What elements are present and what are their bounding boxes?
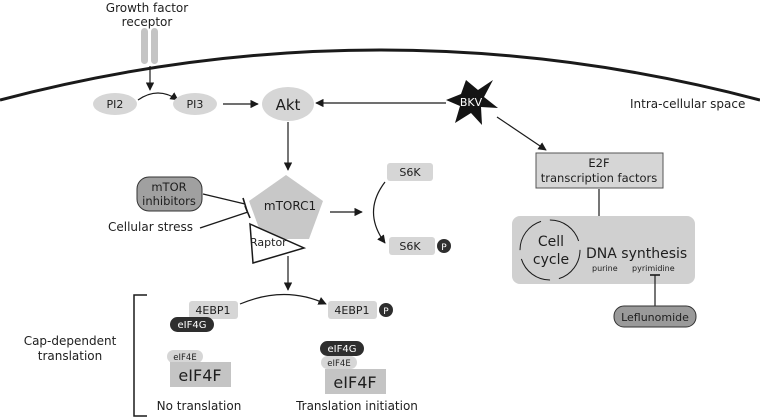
eif4f-right-label: eIF4F [333,373,376,392]
eif4e-left-node [167,350,203,363]
akt-node [262,87,314,121]
mtorc1-node [249,175,323,239]
e2f-label-line2: transcription factors [541,171,657,185]
cell-cycle-label-line2: cycle [533,252,569,268]
eif4f-left-node [170,362,231,387]
no-translation-label: No translation [157,399,242,413]
eif4f-right-node [325,369,386,394]
dna-synthesis-label: DNA synthesis [586,246,687,262]
4ebp1-phospho-label: P [383,307,389,317]
pi2-label: PI2 [107,98,124,111]
eif4g-right-label: eIF4G [328,344,357,355]
pyrimidine-label: pyrimidine [632,264,675,273]
intracellular-space-label: Intra-cellular space [630,97,745,111]
e2f-label-line1: E2F [588,156,609,170]
s6k-phosphorylation-arrow [373,181,386,244]
eif4e-right-node [321,356,357,369]
cellular-stress-label: Cellular stress [108,220,193,234]
translation-initiation-label: Translation initiation [295,399,418,413]
leflunomide-box [613,305,697,328]
mtorc1-label: mTORC1 [264,199,316,213]
cell-cycle-label-line1: Cell [538,234,564,250]
stress-inhibition-line [199,205,251,229]
bkv-label: BKV [460,96,483,109]
eif4e-right-label: eIF4E [327,359,350,369]
s6k-bottom-label: S6K [399,240,421,253]
s6k-top-label: S6K [399,166,421,179]
s6k-phospho-badge [437,239,451,253]
eif4e-left-label: eIF4E [173,353,196,363]
leflunomide-inhibition-line [650,274,660,306]
cell-membrane [0,48,760,102]
pi2-to-pi3-arrow [137,92,179,101]
receptor-label-line1: Growth factor [106,1,188,15]
4ebp1-phosphorylation-arrow [239,293,327,305]
4ebp1-right-node [328,301,377,319]
akt-label: Akt [276,96,301,114]
purine-label: purine [592,264,618,273]
eif4g-left-label: eIF4G [178,320,207,331]
eif4g-right-node [320,341,364,356]
cell-cycle-loop [519,219,581,281]
eif4g-left-node [170,317,214,332]
e2f-box [535,152,664,189]
cap-dependent-bracket [133,294,147,417]
growth-factor-receptor [141,28,158,64]
cap-dependent-label-line1: Cap-dependent [24,334,117,348]
4ebp1-left-node [189,301,238,319]
mtor-inhibitors-box [136,176,203,212]
4ebp1-right-label: 4EBP1 [334,304,369,317]
bkv-to-e2f-arrow [496,116,547,151]
s6k-phospho-label: P [441,243,447,253]
raptor-node [249,222,307,264]
mtor-inhibitors-line2: inhibitors [142,194,196,208]
receptor-label-line2: receptor [122,15,173,29]
inhibitors-inhibition-line [202,193,248,212]
pi3-node [173,93,217,115]
cell-cycle-box [512,216,695,284]
cap-dependent-label-line2: translation [38,349,103,363]
pi2-node [93,93,137,115]
s6k-bottom-node [389,237,435,255]
mtor-inhibitors-line1: mTOR [151,180,186,194]
pi3-label: PI3 [187,98,204,111]
4ebp1-phospho-badge [379,303,393,317]
4ebp1-left-label: 4EBP1 [195,304,230,317]
raptor-label: Raptor [250,236,287,249]
bkv-burst-shape [446,80,498,125]
leflunomide-label: Leflunomide [621,311,689,324]
s6k-top-node [387,163,433,181]
eif4f-left-label: eIF4F [178,366,221,385]
